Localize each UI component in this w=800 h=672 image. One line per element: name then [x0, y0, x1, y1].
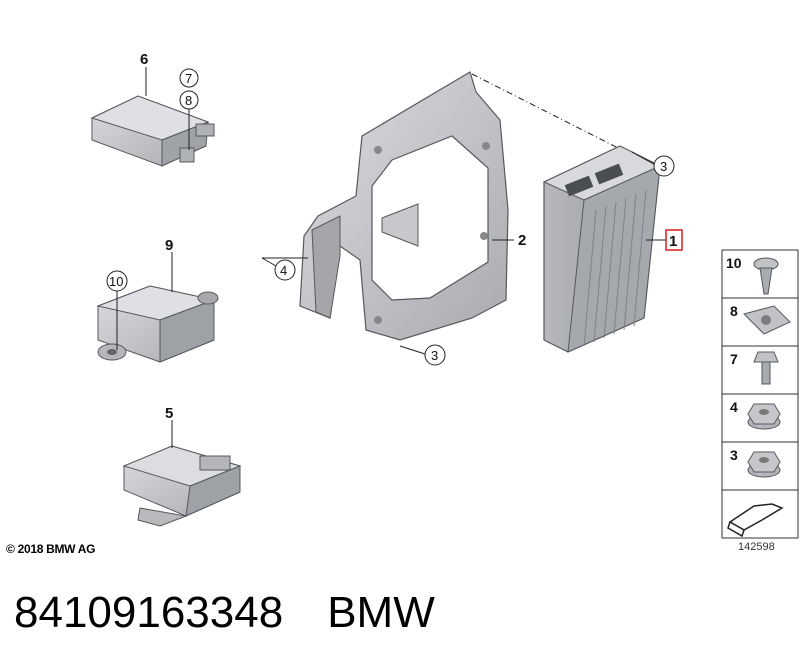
assembly-dash-line: [471, 73, 623, 151]
legend-num-3: 3: [730, 447, 738, 463]
copyright-text: © 2018 BMW AG: [6, 542, 96, 556]
clip-nut-icon: [743, 305, 791, 335]
image-number: 142598: [738, 541, 775, 553]
callout-7: 7: [185, 71, 192, 86]
callout-8: 8: [185, 93, 192, 108]
callout-10: 10: [109, 274, 123, 289]
legend-num-7: 7: [730, 351, 738, 367]
legend-num-4: 4: [730, 399, 738, 415]
legend-num-10: 10: [726, 255, 742, 271]
bolt-icon: [753, 351, 779, 385]
brand-name: BMW: [327, 588, 435, 637]
callout-3-bottom: 3: [431, 348, 438, 363]
label-9: 9: [165, 237, 173, 254]
hex-nut-icon: [747, 451, 781, 478]
part-caption: 84109163348 BMW: [14, 588, 479, 638]
label-5: 5: [165, 405, 173, 422]
label-2: 2: [518, 232, 526, 249]
flange-nut-icon: [747, 403, 781, 430]
part-9-module: [96, 285, 219, 363]
fastener-legend: 10 8 7 4 3: [721, 249, 799, 539]
callout-4: 4: [280, 263, 287, 278]
part-6-module: [90, 95, 215, 167]
part-1-control-unit: [542, 145, 662, 353]
callout-3-top: 3: [660, 159, 667, 174]
label-1: 1: [669, 233, 677, 250]
part-number: 84109163348: [14, 588, 284, 637]
screw-icon: [753, 257, 779, 295]
part-2-bracket: [299, 71, 509, 341]
part-1-highlight-box: [665, 229, 683, 251]
arrow-icon: [727, 503, 784, 538]
label-6: 6: [140, 51, 148, 68]
legend-num-8: 8: [730, 303, 738, 319]
part-5-module: [122, 445, 242, 527]
